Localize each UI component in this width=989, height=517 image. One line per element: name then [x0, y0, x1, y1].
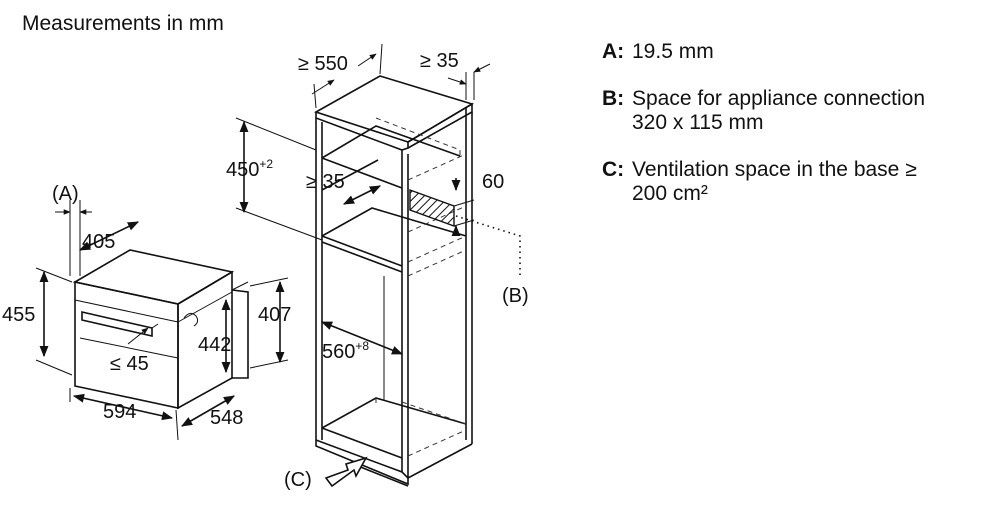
legend: A: 19.5 mm B: Space for appliance connec… — [602, 40, 982, 229]
dim-455: 455 — [2, 304, 35, 326]
legend-text: 19.5 mm — [632, 40, 982, 64]
dim-45: ≤ 45 — [110, 353, 149, 375]
legend-line: 320 x 115 mm — [632, 111, 764, 134]
dim-594: 594 — [103, 401, 136, 423]
appliance-dimensions — [35, 200, 289, 441]
dim-548: 548 — [210, 407, 243, 429]
legend-item-b: B: Space for appliance connection 320 x … — [602, 87, 982, 135]
label-c: (C) — [284, 469, 312, 491]
knob-icon — [183, 312, 199, 327]
legend-key: A: — [602, 40, 625, 63]
label-b: (B) — [502, 285, 529, 307]
dim-450: 450+2 — [226, 157, 273, 181]
legend-key: B: — [602, 87, 625, 110]
appliance-handle — [81, 310, 153, 338]
dim-35-top: ≥ 35 — [420, 50, 459, 72]
legend-text: Space for appliance connection 320 x 115… — [632, 87, 982, 135]
dim-407: 407 — [258, 304, 291, 326]
cabinet-dimensions — [235, 43, 491, 355]
legend-line: 19.5 mm — [632, 40, 714, 63]
legend-key: C: — [602, 158, 625, 181]
dim-550: ≥ 550 — [298, 53, 348, 75]
legend-line: Ventilation space in the base ≥ — [632, 158, 917, 181]
dim-60: 60 — [482, 171, 504, 193]
diagram-labels: (A) 405 455 407 442 ≤ 45 594 548 ≥ 550 ≥… — [2, 50, 529, 491]
dim-35-mid: ≥ 35 — [306, 171, 345, 193]
label-a: (A) — [52, 183, 79, 205]
dim-405: 405 — [82, 231, 115, 253]
legend-line: 200 cm² — [632, 182, 708, 205]
appliance-top — [72, 249, 235, 305]
page-title: Measurements in mm — [22, 12, 224, 35]
dim-560: 560+8 — [322, 339, 369, 363]
dim-442: 442 — [198, 334, 231, 356]
ventilation-arrow — [324, 456, 368, 488]
legend-text: Ventilation space in the base ≥ 200 cm² — [632, 158, 982, 206]
legend-item-a: A: 19.5 mm — [602, 40, 982, 64]
appliance-drawing — [72, 249, 249, 410]
legend-line: Space for appliance connection — [632, 87, 926, 110]
cabinet-drawing — [314, 75, 521, 488]
legend-item-c: C: Ventilation space in the base ≥ 200 c… — [602, 158, 982, 206]
